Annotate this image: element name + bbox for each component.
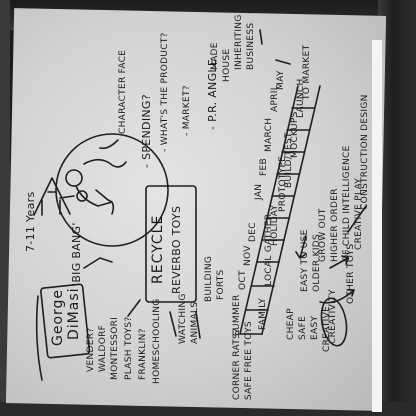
activity-watching: WATCHING xyxy=(178,293,188,344)
angle-business: BUSINESS xyxy=(246,22,256,70)
month-oct: OCT xyxy=(238,270,248,290)
house-roof-sketch xyxy=(33,177,71,216)
angle-house: HOUSE xyxy=(222,48,232,82)
age-range-text: 7-11 Years xyxy=(24,191,37,252)
goal-easy: EASY xyxy=(310,315,320,340)
note-vender: VENDER? xyxy=(86,327,96,372)
outcome-construction: CONSTRUCTION DESIGN xyxy=(360,94,370,210)
bottom-easy-to-use: EASY TO USE xyxy=(300,229,310,292)
bottom-safe-free: SAFE FREE TOYS xyxy=(244,321,254,400)
question-spending: - SPENDING? xyxy=(140,94,153,168)
month-feb: FEB xyxy=(259,158,269,176)
timeline-cell-mockups: MOCKUPS xyxy=(290,111,300,158)
outcome-grow-out: GROW OUT xyxy=(318,208,328,262)
product-title-2: REVERBO TOYS xyxy=(170,205,183,294)
month-may: MAY xyxy=(276,70,286,90)
activity-animals: ANIMALS xyxy=(190,301,200,344)
month-nov: NOV xyxy=(243,245,253,266)
creativity-text: CREATIVITY xyxy=(328,289,338,344)
month-march: MARCH xyxy=(264,117,274,152)
question-market: - MARKET? xyxy=(182,85,192,136)
activity-building: BUILDING xyxy=(204,255,214,302)
product-title-1: RECYCLE xyxy=(150,214,166,284)
whiteboard-frame-edge xyxy=(372,40,382,412)
question-product: - WHAT'S THE PRODUCT? xyxy=(160,32,170,152)
note-montessori: MONTESSORI xyxy=(110,316,120,380)
big-bang-text: 'BIG BANG' xyxy=(70,222,83,286)
goal-safe: SAFE xyxy=(298,315,308,340)
persona-circle xyxy=(55,133,169,247)
persona-name-last: DiMasi xyxy=(66,287,82,340)
bottom-corner-rats: CORNER RATS? xyxy=(232,327,242,400)
note-plash-toys: PLASH TOYS? xyxy=(124,316,134,380)
note-waldorf: WALDORF xyxy=(98,324,108,372)
month-jan: JAN xyxy=(254,183,264,200)
timeline-rails xyxy=(239,85,321,335)
goal-cheap: CHEAP xyxy=(286,308,296,340)
timeline-cell-family: FAMILY xyxy=(258,297,268,330)
other-toys-text: OTHER TOYS xyxy=(346,243,356,304)
figure-head xyxy=(65,169,83,187)
persona-name-first: George xyxy=(50,288,66,346)
name-box xyxy=(40,283,91,359)
month-dec: DEC xyxy=(248,222,258,242)
outcome-higher-order: HIGHER ORDER xyxy=(330,188,340,262)
creativity-circle xyxy=(320,297,348,347)
note-franklin: FRANKLIN? xyxy=(138,328,148,380)
left-edge xyxy=(0,0,10,416)
angle-inheriting: INHERITING xyxy=(234,14,244,70)
timeline-cell-market: TO MARKET xyxy=(302,44,312,100)
angle-made: MADE xyxy=(210,42,220,70)
note-homeschooling: HOMESCHOOLING xyxy=(152,298,162,384)
product-box xyxy=(145,185,197,303)
character-face-text: CHARACTER FACE xyxy=(118,49,128,134)
activity-forts: FORTS xyxy=(216,269,226,300)
